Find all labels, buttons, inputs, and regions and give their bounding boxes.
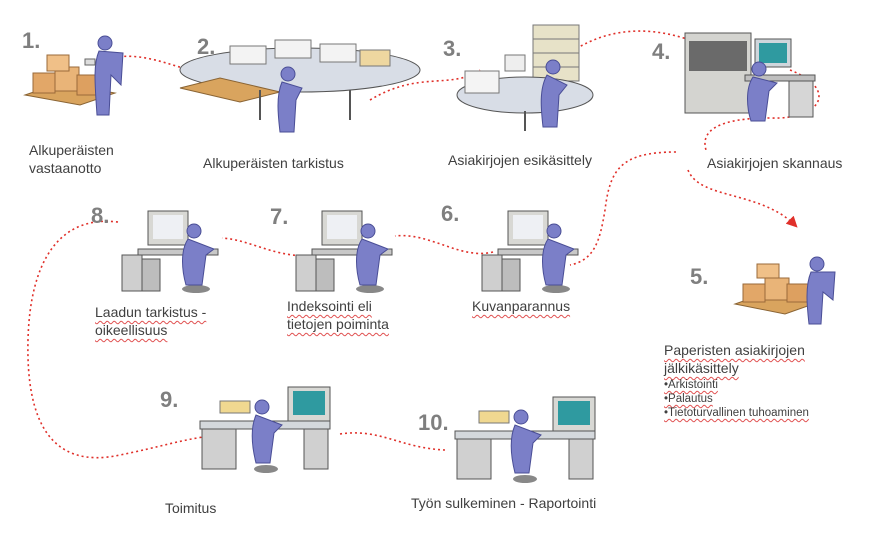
step-5-item: •Palautus [664,393,713,405]
step-7-number: 7. [270,204,289,229]
step-3-label: Asiakirjojen esikäsittely [448,152,592,168]
step-1-label: Alkuperäisten vastaanotto [29,142,114,176]
step-7-label: Indeksointi eli tietojen poiminta [287,298,389,332]
step-9-label: Toimitus [165,500,217,516]
path-4-5 [687,169,798,228]
step-10-number: 10. [418,410,449,435]
step-5-item: •Arkistointi [664,379,718,391]
document-workstation-icon [454,396,596,483]
step-9-number: 9. [160,387,179,412]
path-4-6 [569,151,677,266]
path-6-7 [394,234,494,255]
step-2-label: Alkuperäisten tarkistus [203,155,344,171]
step-3-number: 3. [443,36,462,61]
path-2-3 [369,69,481,101]
step-6-number: 6. [441,201,460,226]
computer-workstation-icon [481,210,579,293]
step-5-item-list: •Arkistointi •Palautus •Tietoturvallinen… [664,378,809,420]
step-8-number: 8. [91,203,110,228]
path-8-9 [27,220,211,459]
step-6-label: Kuvanparannus [472,298,571,314]
step-4-number: 4. [652,39,671,64]
step-5-item: •Tietoturvallinen tuhoaminen [664,407,809,419]
scanner-station-icon [684,32,816,122]
computer-workstation-icon [295,210,393,293]
computer-workstation-icon [121,210,219,293]
step-8-label: Laadun tarkistus - oikeellisuus [95,304,207,338]
step-10-label: Työn sulkeminen - Raportointi [411,495,597,511]
step-5-label: Paperisten asiakirjojen jälkikäsittely [664,342,805,376]
path-1-2 [99,55,241,76]
step-4-label: Asiakirjojen skannaus [707,155,843,171]
step-2-number: 2. [197,34,216,59]
path-9-10 [339,432,446,451]
sorting-table-icon [179,39,421,133]
warehouse-worker-icon [23,35,124,116]
path-7-8 [221,237,306,257]
prep-desk-icon [456,24,594,131]
step-1-number: 1. [22,28,41,53]
document-workstation-icon [199,386,331,473]
step-5-number: 5. [690,264,709,289]
warehouse-worker-icon [733,256,836,325]
